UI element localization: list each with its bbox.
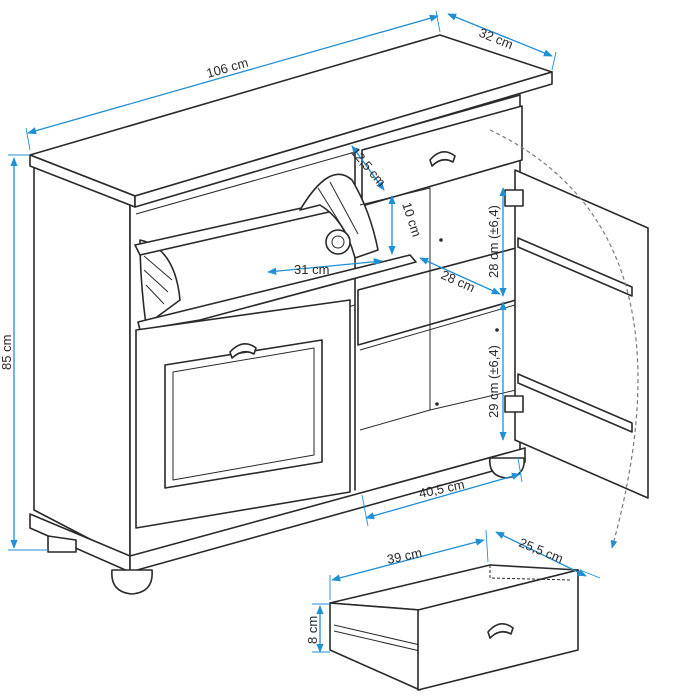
upper-drawer-handle bbox=[429, 151, 456, 167]
label-drawer-depth: 25,5 cm bbox=[517, 535, 566, 566]
drawer-pointer-curve bbox=[489, 129, 639, 549]
flap-door-panel bbox=[164, 339, 323, 489]
dimension-lines bbox=[8, 10, 601, 653]
right-door bbox=[514, 169, 649, 499]
label-overall-width: 106 cm bbox=[205, 55, 250, 81]
label-lower-compartment-height: 29 cm (±6,4) bbox=[486, 345, 501, 418]
label-upper-compartment-height: 28 cm (±6,4) bbox=[486, 205, 501, 278]
cabinet-left-side bbox=[33, 164, 131, 561]
flap-door-handle bbox=[229, 343, 257, 359]
door-hinge-lower bbox=[504, 395, 524, 413]
cabinet-foot-front-left bbox=[111, 569, 153, 595]
label-drawer-width: 39 cm bbox=[386, 545, 424, 567]
drawer-handle bbox=[487, 623, 514, 639]
cabinet-foot-front-right bbox=[489, 457, 525, 479]
label-flap-width: 31 cm bbox=[294, 262, 329, 277]
label-overall-height: 85 cm bbox=[0, 335, 14, 370]
door-hinge-upper bbox=[504, 189, 524, 207]
cabinet-foot-rear-left bbox=[47, 535, 77, 553]
drawer bbox=[329, 564, 579, 691]
cabinet bbox=[29, 34, 649, 595]
label-overall-depth: 32 cm bbox=[477, 25, 515, 52]
label-drawer-height: 8 cm bbox=[305, 616, 320, 644]
